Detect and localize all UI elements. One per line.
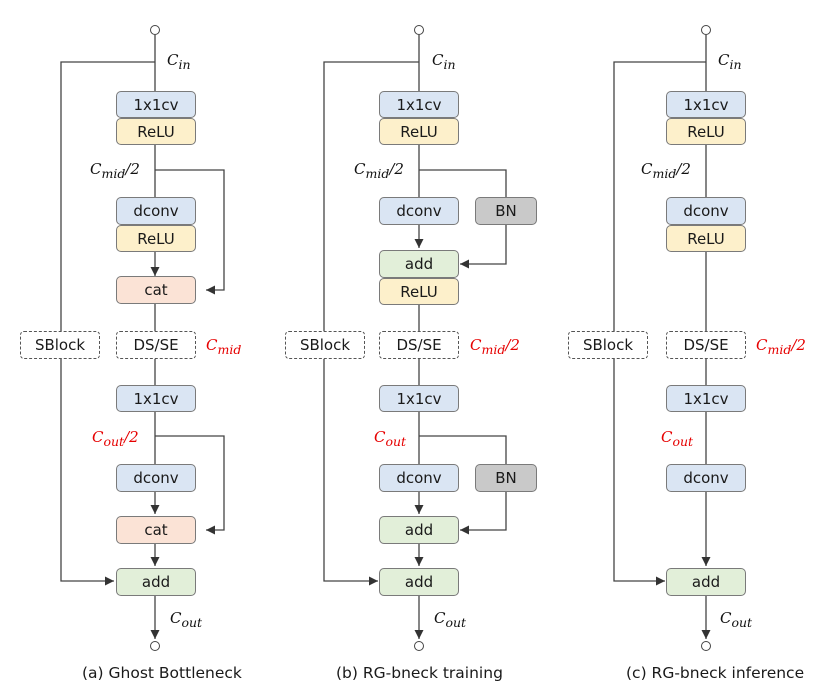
input-node <box>150 25 160 35</box>
edge <box>60 359 114 586</box>
conv1x1-box: 1x1cv <box>379 91 459 118</box>
add-box: add <box>379 516 459 544</box>
c-in-label: Cin <box>167 51 191 72</box>
c-in-label: Cin <box>718 51 742 72</box>
relu-box: ReLU <box>666 225 746 252</box>
dconv-box: dconv <box>379 197 459 225</box>
conv1x1-box: 1x1cv <box>666 91 746 118</box>
input-node <box>701 25 711 35</box>
edge <box>155 435 225 535</box>
c-out-label-red: Cout <box>661 428 694 449</box>
ds-se-box: DS/SE <box>666 331 746 359</box>
c-out-label: Cout <box>720 609 753 630</box>
edge <box>419 169 507 197</box>
sblock-box: SBlock <box>20 331 100 359</box>
conv1x1-box: 1x1cv <box>379 385 459 412</box>
edge <box>323 61 419 331</box>
edge <box>460 225 507 269</box>
bn-box: BN <box>475 464 537 492</box>
dconv-box: dconv <box>666 464 746 492</box>
relu-box: ReLU <box>116 225 196 252</box>
c-in-label: Cin <box>432 51 456 72</box>
c-out-half-label: Cout/2 <box>92 428 139 449</box>
cat-box: cat <box>116 276 196 304</box>
edge <box>323 359 378 586</box>
c-mid-label: Cmid/2 <box>641 160 691 181</box>
edge <box>60 61 155 331</box>
output-node <box>701 641 711 651</box>
ds-se-box: DS/SE <box>379 331 459 359</box>
caption: (b) RG-bneck training <box>336 664 503 682</box>
conv1x1-box: 1x1cv <box>116 91 196 118</box>
c-out-label-red: Cout <box>374 428 407 449</box>
relu-box: ReLU <box>379 118 459 145</box>
c-mid-side-label: Cmid <box>206 336 242 357</box>
cat-box: cat <box>116 516 196 544</box>
output-node <box>150 641 160 651</box>
dconv-box: dconv <box>379 464 459 492</box>
edge <box>460 492 507 535</box>
c-mid-side-label: Cmid/2 <box>470 336 520 357</box>
relu-box: ReLU <box>379 278 459 305</box>
edge <box>419 435 507 464</box>
dconv-box: dconv <box>666 197 746 225</box>
relu-box: ReLU <box>666 118 746 145</box>
c-mid-label: Cmid/2 <box>354 160 404 181</box>
bn-box: BN <box>475 197 537 225</box>
output-node <box>414 641 424 651</box>
edge <box>613 61 706 331</box>
input-node <box>414 25 424 35</box>
c-mid-side-label: Cmid/2 <box>756 336 806 357</box>
sblock-box: SBlock <box>568 331 648 359</box>
c-mid-label: Cmid/2 <box>90 160 140 181</box>
caption: (c) RG-bneck inference <box>626 664 805 682</box>
sblock-box: SBlock <box>285 331 365 359</box>
dconv-box: dconv <box>116 464 196 492</box>
caption: (a) Ghost Bottleneck <box>82 664 242 682</box>
add-box: add <box>379 568 459 596</box>
relu-box: ReLU <box>116 118 196 145</box>
edge <box>155 169 225 295</box>
c-out-label: Cout <box>170 609 203 630</box>
add-box: add <box>116 568 196 596</box>
c-out-label: Cout <box>434 609 467 630</box>
ds-se-box: DS/SE <box>116 331 196 359</box>
dconv-box: dconv <box>116 197 196 225</box>
edge <box>613 359 665 586</box>
add-box: add <box>379 250 459 278</box>
conv1x1-box: 1x1cv <box>666 385 746 412</box>
conv1x1-box: 1x1cv <box>116 385 196 412</box>
add-box: add <box>666 568 746 596</box>
